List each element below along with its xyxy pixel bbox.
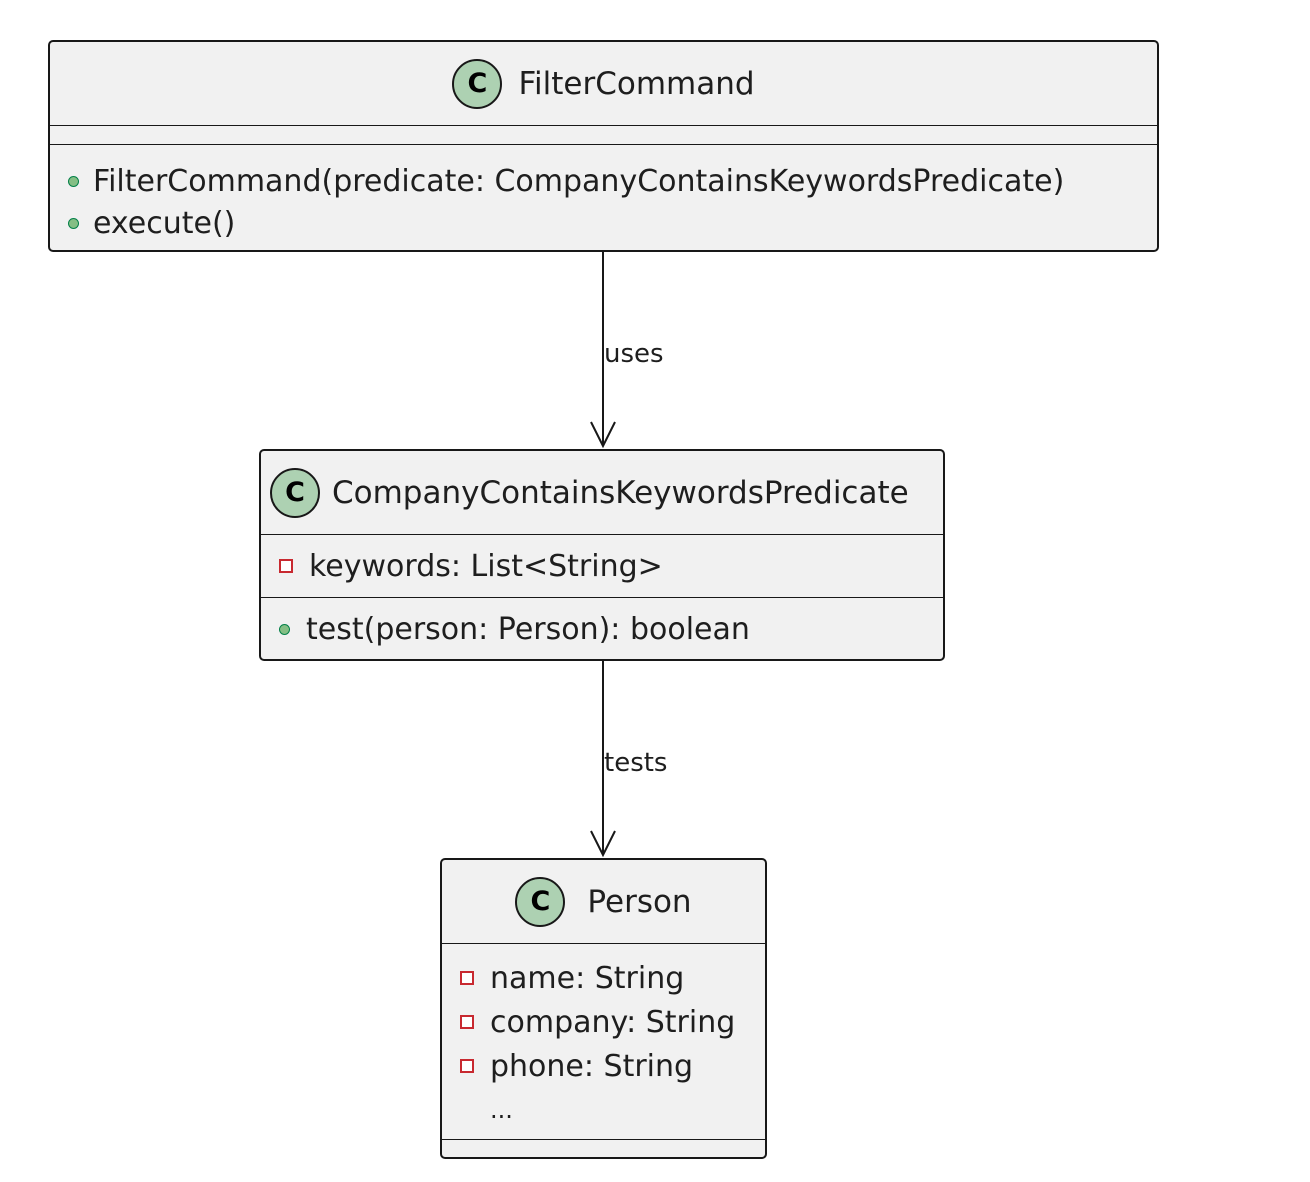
field-row: company: String [460, 1000, 765, 1044]
class-name: CompanyContainsKeywordsPredicate [332, 474, 909, 511]
public-visibility-icon [68, 217, 79, 229]
class-companycontainskeywordspredicate[interactable]: C CompanyContainsKeywordsPredicate keywo… [259, 449, 945, 661]
class-header: C FilterCommand [50, 42, 1157, 126]
field-text: name: String [490, 960, 685, 996]
field-text: phone: String [490, 1048, 694, 1084]
public-visibility-icon [279, 623, 290, 635]
class-c-icon: C [270, 467, 320, 518]
tests-label: tests [604, 748, 667, 778]
field-row: phone: String [460, 1044, 765, 1088]
field-text: keywords: List<String> [309, 548, 663, 584]
private-visibility-icon [460, 1015, 474, 1029]
method-text: FilterCommand(predicate: CompanyContains… [93, 163, 1065, 199]
class-c-icon: C [452, 58, 503, 109]
class-header: C CompanyContainsKeywordsPredicate [261, 451, 943, 535]
field-row: name: String [460, 956, 765, 1000]
uses-arrowhead [590, 421, 616, 449]
fields-section: keywords: List<String> [261, 535, 943, 598]
field-text: ... [490, 1096, 513, 1124]
field-row-ellipsis: ... [460, 1088, 765, 1132]
relation-uses: uses [590, 251, 664, 449]
field-row: keywords: List<String> [279, 549, 663, 584]
fields-section [50, 126, 1157, 145]
class-person[interactable]: C Person name: String company: String ph… [440, 858, 767, 1159]
class-filtercommand[interactable]: C FilterCommand FilterCommand(predicate:… [48, 40, 1159, 252]
method-row: execute() [68, 203, 1157, 243]
class-c-icon: C [515, 876, 566, 927]
fields-section: name: String company: String phone: Stri… [442, 944, 765, 1140]
relation-tests: tests [590, 660, 667, 858]
methods-section: test(person: Person): boolean [261, 598, 943, 660]
private-visibility-icon [460, 1059, 474, 1073]
class-name: FilterCommand [518, 65, 755, 102]
class-name: Person [587, 883, 692, 920]
methods-section: FilterCommand(predicate: CompanyContains… [50, 145, 1157, 243]
private-visibility-icon [460, 971, 474, 985]
field-text: company: String [490, 1004, 736, 1040]
method-text: execute() [93, 205, 236, 241]
method-row: FilterCommand(predicate: CompanyContains… [68, 159, 1157, 203]
public-visibility-icon [68, 175, 79, 187]
uses-label: uses [604, 339, 664, 369]
class-header: C Person [442, 860, 765, 944]
method-row: test(person: Person): boolean [279, 612, 750, 647]
methods-section [442, 1140, 765, 1158]
private-visibility-icon [279, 559, 293, 573]
tests-arrowhead [590, 830, 616, 858]
method-text: test(person: Person): boolean [306, 611, 750, 647]
